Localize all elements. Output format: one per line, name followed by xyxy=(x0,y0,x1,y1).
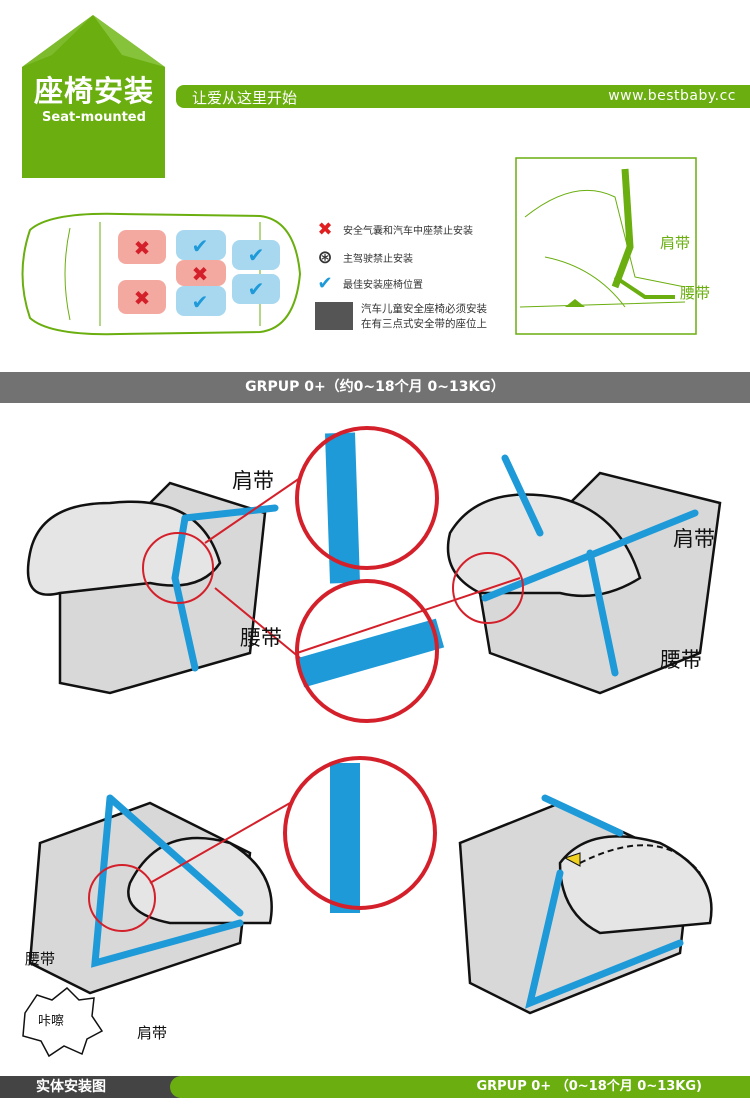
legend-text: 汽车儿童安全座椅必须安装 xyxy=(361,303,487,315)
footer-label: 实体安装图 xyxy=(0,1076,180,1098)
legend-item-best: ✔ 最佳安装座椅位置 xyxy=(315,272,423,294)
legend-text: 安全气囊和汽车中座禁止安装 xyxy=(343,225,473,237)
steering-wheel-icon: ⊛ xyxy=(317,246,333,268)
svg-text:✖: ✖ xyxy=(134,286,151,310)
installation-illustrations xyxy=(22,426,722,1058)
legend-item-driver: ⊛ 主驾驶禁止安装 xyxy=(315,246,413,268)
carrier-br xyxy=(558,835,713,935)
vehicle-seat-tl xyxy=(58,481,267,695)
label-lap-belt: 腰带 xyxy=(680,284,711,302)
label-bl-lap: 腰带 xyxy=(25,950,56,968)
label-tl-shoulder: 肩带 xyxy=(232,469,274,493)
header-bar xyxy=(176,85,750,108)
carrier-tl xyxy=(26,500,222,596)
car-top-view-diagram: ✖ ✖ ✔ ✖ ✔ ✔ ✔ xyxy=(21,212,302,336)
seat-front-passenger: ✖ xyxy=(118,230,166,264)
svg-text:✖: ✖ xyxy=(192,262,209,286)
group-band: GRPUP 0+（约0~18个月 0~13KG） xyxy=(0,372,750,403)
legend-text: 在有三点式安全带的座位上 xyxy=(361,318,487,330)
legend-item-forbidden: ✖ 安全气囊和汽车中座禁止安装 xyxy=(315,218,473,240)
logo-subtitle: Seat-mounted xyxy=(42,110,146,125)
label-click: 咔嚓 xyxy=(38,1014,65,1029)
logo-title: 座椅安装 xyxy=(33,74,154,108)
logo-hexagon xyxy=(22,15,165,178)
svg-text:✖: ✖ xyxy=(134,236,151,260)
legend-text: 最佳安装座椅位置 xyxy=(343,279,423,291)
seat-belt-side-diagram xyxy=(515,157,697,335)
label-bl-shoulder: 肩带 xyxy=(137,1024,168,1042)
label-tl-lap: 腰带 xyxy=(240,626,282,650)
car-seat-photo xyxy=(315,302,353,330)
label-tr-lap: 腰带 xyxy=(660,648,702,672)
red-x-icon: ✖ xyxy=(317,218,333,240)
label-tr-shoulder: 肩带 xyxy=(673,527,715,551)
legend-item-three-point: 汽车儿童安全座椅必须安装在有三点式安全带的座位上 xyxy=(315,302,487,332)
svg-text:✔: ✔ xyxy=(192,290,209,314)
blue-check-icon: ✔ xyxy=(317,272,333,294)
slogan: 让爱从这里开始 xyxy=(192,89,298,107)
legend-text: 主驾驶禁止安装 xyxy=(343,253,413,265)
click-burst xyxy=(22,986,104,1058)
website-url[interactable]: www.bestbaby.cc xyxy=(608,88,736,104)
footer-group: GRPUP 0+ （0~18个月 0~13KG) xyxy=(170,1076,750,1098)
svg-text:✔: ✔ xyxy=(248,243,265,267)
svg-text:✔: ✔ xyxy=(248,277,265,301)
svg-text:✔: ✔ xyxy=(192,234,209,258)
label-shoulder-belt: 肩带 xyxy=(660,234,691,252)
